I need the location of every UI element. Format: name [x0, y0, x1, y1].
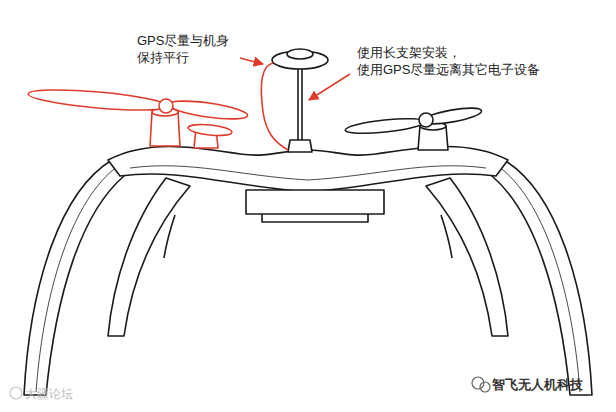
watermark: 智飞无人机科技: [492, 376, 610, 393]
frame-body: [130, 166, 486, 180]
motor: [150, 112, 180, 146]
propeller: [345, 116, 426, 136]
landing-leg: [108, 178, 190, 336]
propeller-hub: [159, 99, 173, 113]
landing-leg: [24, 160, 124, 395]
callout-arrow: [240, 58, 263, 64]
gps-mast: [298, 66, 302, 148]
frame-body: [108, 146, 508, 192]
gps-puck: [287, 49, 313, 59]
propeller: [28, 86, 169, 114]
battery-box: [262, 214, 368, 222]
watermark-icon: [10, 387, 22, 399]
callout-arrow: [309, 74, 350, 100]
gps-base: [288, 140, 312, 152]
watermark: 大疆论坛: [25, 386, 115, 403]
battery-box: [246, 190, 384, 214]
callout-note: GPS尽量与机身 保持平行: [137, 32, 249, 66]
callout-note: 使用长支架安装， 使用GPS尽量远离其它电子设备: [357, 44, 607, 78]
landing-leg: [36, 166, 118, 392]
leg-slot: [164, 215, 175, 258]
landing-leg: [426, 178, 508, 336]
propeller: [167, 98, 248, 123]
watermark-icon: [472, 377, 490, 392]
gps-cable: [261, 63, 288, 150]
landing-leg: [498, 166, 580, 392]
propeller: [188, 123, 233, 138]
landing-leg: [492, 160, 592, 395]
propeller-hub: [419, 113, 433, 127]
leg-slot: [441, 215, 452, 258]
